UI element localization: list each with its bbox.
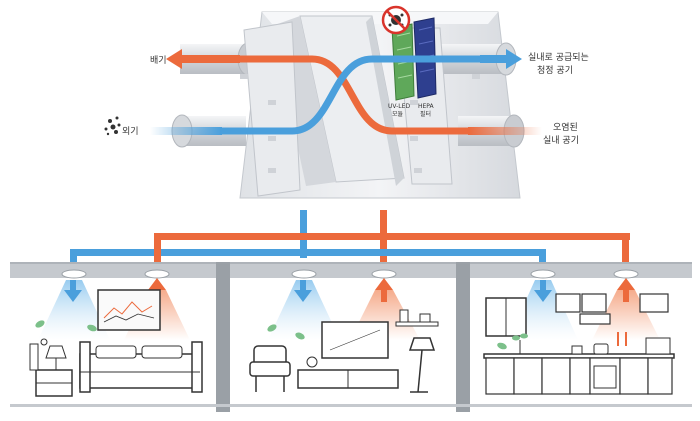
wall-left — [216, 262, 230, 412]
wall-shelf — [395, 321, 439, 327]
supply-arrow — [506, 49, 522, 69]
supply-label-1: 실내로 공급되는 — [528, 52, 589, 63]
exhaust-label: 배기 — [150, 55, 167, 66]
bedroom-return-arrow — [148, 278, 166, 290]
kitchen-return-arrow — [617, 278, 635, 290]
fresh-air-flow — [220, 55, 484, 135]
microwave — [645, 337, 671, 355]
exhaust-arrow — [166, 49, 182, 69]
upper-cabinets — [555, 293, 669, 325]
blue-main-duct — [70, 249, 546, 256]
kitchen-supply-arrow — [534, 290, 552, 302]
kitchen — [483, 269, 675, 395]
orange-main-duct — [154, 233, 630, 240]
bedroom — [29, 269, 203, 397]
left-filter-frame — [243, 21, 301, 197]
wall-right — [456, 262, 470, 412]
hepa-label-2: 필터 — [420, 110, 431, 118]
oven — [593, 365, 617, 389]
living-room — [249, 269, 439, 393]
ceiling — [10, 262, 692, 278]
supply-label-2: 청정 공기 — [537, 65, 573, 76]
uv-led-label-1: UV-LED — [388, 103, 410, 110]
living-supply-arrow — [294, 290, 312, 302]
bedroom-painting — [97, 289, 161, 331]
kitchen-return-spray — [592, 290, 660, 340]
floor-lamp — [408, 337, 436, 393]
bed — [79, 353, 201, 389]
polluted-label-2: 실내 공기 — [543, 135, 579, 146]
uv-led-label-2: 모듈 — [392, 111, 404, 118]
polluted-label-1: 오염된 — [553, 121, 578, 133]
lower-cabinets — [485, 357, 673, 395]
building — [10, 262, 692, 412]
living-return-arrow — [375, 278, 393, 290]
bedroom-supply-arrow — [64, 290, 82, 302]
hepa-label-1: HEPA — [418, 103, 435, 110]
outdoor-air-label: 외기 — [122, 125, 139, 137]
dust-particles-icon — [104, 116, 121, 136]
outdoor-air-arrow — [150, 127, 222, 135]
kitchen-counter — [483, 353, 675, 359]
no-virus-icon — [381, 5, 411, 35]
bedroom-lamp — [45, 345, 67, 359]
return-air-arrow — [468, 127, 542, 135]
ventilation-unit — [150, 5, 542, 199]
armchair — [249, 345, 291, 392]
duct-network — [70, 210, 630, 268]
stale-air-flow — [178, 55, 470, 135]
